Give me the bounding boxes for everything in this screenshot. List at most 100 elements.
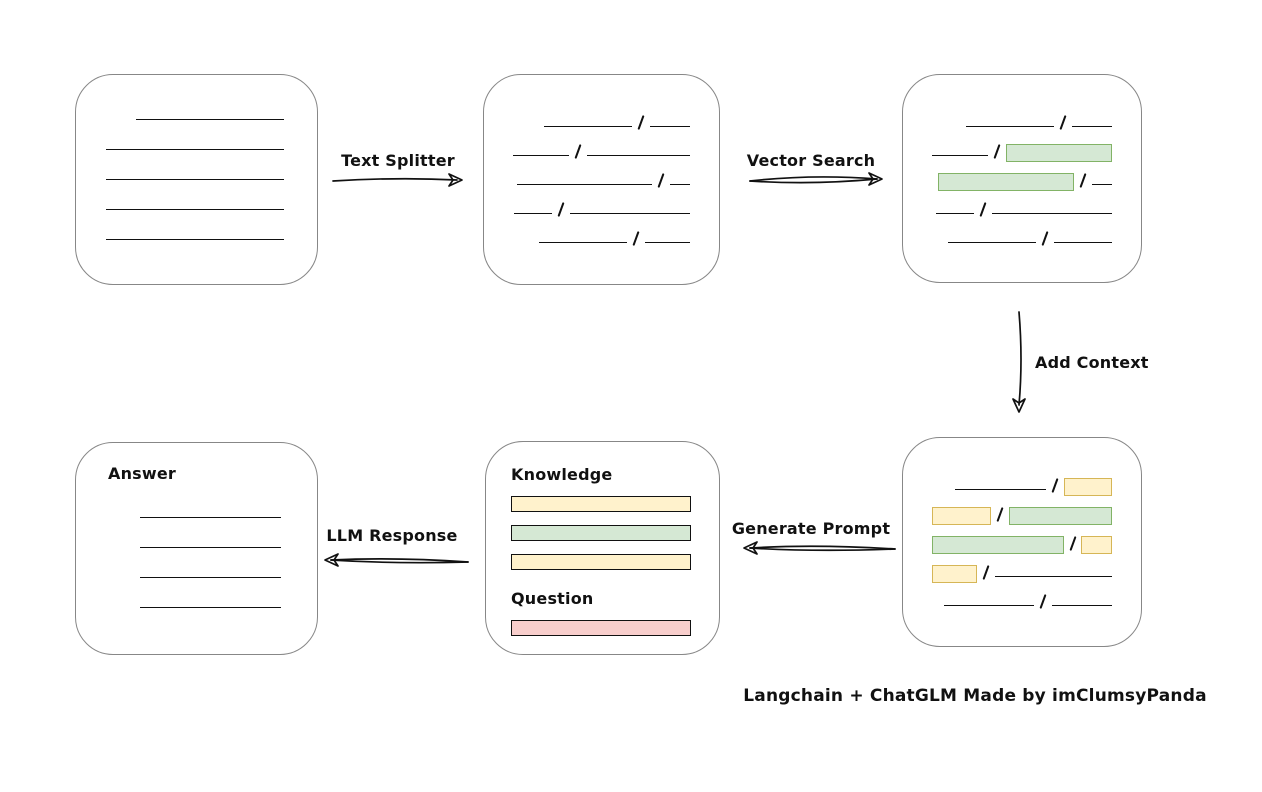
answer-heading: Answer <box>108 464 177 483</box>
segment-row <box>932 190 1112 219</box>
vector-result-rows <box>903 75 1141 248</box>
segment-row <box>106 185 284 215</box>
text-line <box>955 489 1046 490</box>
segment-row <box>513 132 690 161</box>
segment-row <box>932 495 1112 525</box>
green-bar <box>511 525 691 541</box>
answer-content: Answer <box>76 443 317 613</box>
text-line <box>995 576 1112 577</box>
slash-separator <box>1041 231 1049 246</box>
yellow-highlight-chip <box>932 507 992 525</box>
segment-row <box>513 219 690 248</box>
segment-row <box>932 103 1112 132</box>
yellow-highlight-chip <box>1081 536 1112 554</box>
knowledge-bars <box>511 496 695 570</box>
text-line <box>570 213 690 214</box>
green-highlight-chip <box>1009 507 1112 525</box>
text-line <box>1072 126 1112 127</box>
add-context-arrow <box>1018 311 1022 406</box>
vector-search-arrowhead <box>868 172 883 186</box>
prompt-box: Knowledge Question <box>485 441 720 655</box>
text-line <box>1092 184 1112 185</box>
yellow-bar <box>511 496 691 512</box>
red-bar <box>511 620 691 636</box>
split-text-rows <box>484 75 719 248</box>
slash-separator <box>982 565 990 580</box>
text-line <box>948 242 1036 243</box>
context-added-box <box>902 437 1142 647</box>
text-line <box>650 126 690 127</box>
caption: Langchain + ChatGLM Made by imClumsyPand… <box>743 686 1207 706</box>
text-splitter-arrowhead <box>448 173 463 187</box>
segment-row <box>106 95 284 125</box>
slash-separator <box>557 202 565 217</box>
green-highlight-chip <box>1006 144 1112 162</box>
text-line <box>106 209 284 210</box>
text-line <box>517 184 652 185</box>
text-line <box>645 242 690 243</box>
segment-row <box>140 493 281 523</box>
slash-separator <box>1051 478 1059 493</box>
slash-separator <box>993 144 1001 159</box>
text-line <box>106 179 284 180</box>
knowledge-heading: Knowledge <box>511 465 613 484</box>
llm-response-arrowhead <box>324 553 339 567</box>
segment-row <box>932 466 1112 496</box>
add-context-arrowhead <box>1012 398 1026 413</box>
text-line <box>670 184 690 185</box>
segment-row <box>140 523 281 553</box>
vector-search-arrow-2 <box>749 178 878 184</box>
segment-row <box>140 553 281 583</box>
llm-response-arrow <box>330 558 469 563</box>
text-line <box>992 213 1112 214</box>
document-lines <box>76 75 317 245</box>
segment-row <box>932 582 1112 611</box>
vector-search-arrow <box>749 176 878 182</box>
yellow-highlight-chip <box>1064 478 1112 496</box>
text-line <box>944 605 1034 606</box>
add-context-label: Add Context <box>1035 353 1149 372</box>
text-line <box>513 155 569 156</box>
text-line <box>1052 605 1112 606</box>
yellow-bar <box>511 554 691 570</box>
text-line <box>140 577 281 578</box>
split-text-box <box>483 74 720 285</box>
source-document-box <box>75 74 318 285</box>
segment-row <box>932 132 1112 162</box>
segment-row <box>932 553 1112 583</box>
vector-search-label: Vector Search <box>746 151 876 170</box>
segment-row <box>931 524 1112 554</box>
segment-row <box>932 161 1112 191</box>
text-line <box>106 239 284 240</box>
slash-separator <box>1079 173 1087 188</box>
text-line <box>140 607 281 608</box>
green-highlight-chip <box>931 536 1064 554</box>
text-line <box>140 517 281 518</box>
slash-separator <box>637 115 645 130</box>
generate-prompt-arrow <box>749 545 896 550</box>
text-line <box>932 155 988 156</box>
slash-separator <box>996 507 1004 522</box>
text-line <box>1054 242 1112 243</box>
text-line <box>587 155 690 156</box>
text-splitter-label: Text Splitter <box>341 151 455 170</box>
text-line <box>140 547 281 548</box>
text-line <box>514 213 552 214</box>
context-added-rows <box>903 438 1141 611</box>
slash-separator <box>1039 594 1047 609</box>
segment-row <box>513 161 690 190</box>
text-line <box>539 242 627 243</box>
slash-separator <box>1069 536 1076 551</box>
llm-response-arrow-2 <box>330 559 469 564</box>
answer-lines <box>108 493 317 613</box>
slash-separator <box>632 231 640 246</box>
generate-prompt-arrow-2 <box>749 547 896 552</box>
slash-separator <box>657 173 665 188</box>
question-bars <box>511 620 695 636</box>
segment-row <box>513 190 690 219</box>
answer-box: Answer <box>75 442 318 655</box>
segment-row <box>140 583 281 613</box>
text-line <box>136 119 284 120</box>
segment-row <box>513 103 690 132</box>
text-line <box>544 126 632 127</box>
